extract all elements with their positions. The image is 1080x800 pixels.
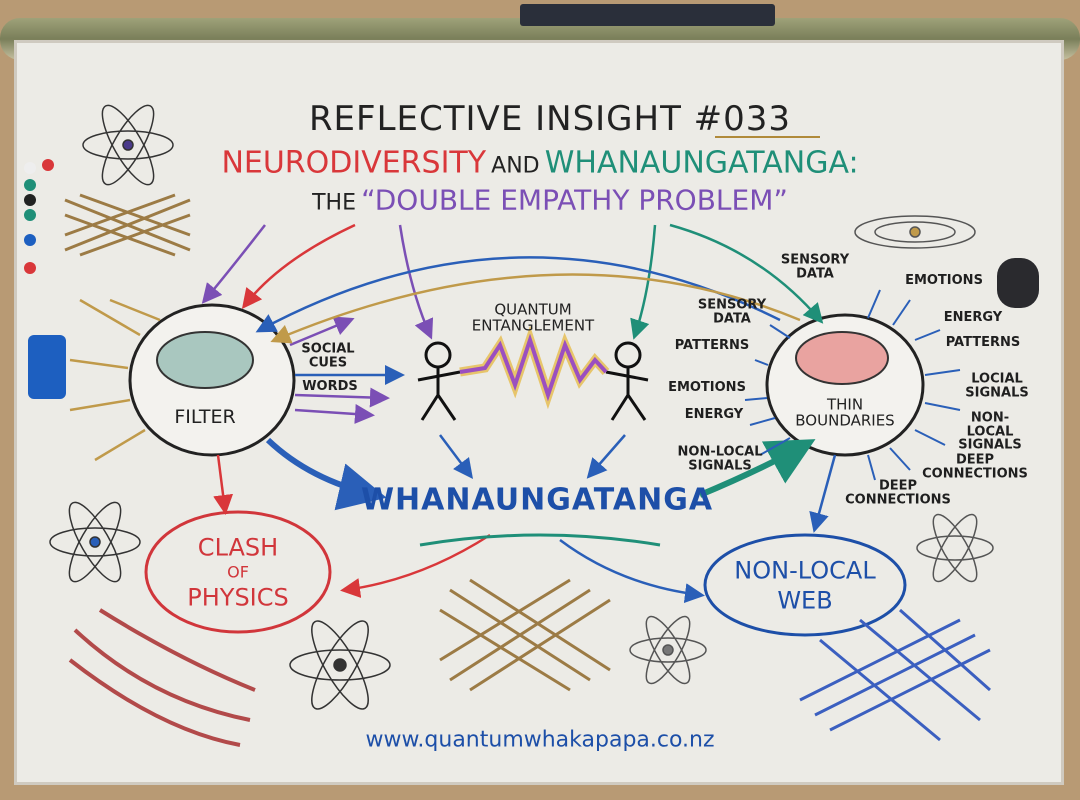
subtitle-the: THE [312, 190, 357, 216]
nonlocal-line-2: WEB [777, 586, 833, 615]
subtitle-neurodiversity: NEURODIVERSITY [221, 145, 487, 181]
atom-icon [82, 104, 174, 186]
website-url: www.quantumwhakapapa.co.nz [365, 727, 715, 753]
atom-icon [629, 615, 707, 685]
weave-icon [64, 193, 191, 257]
hub-underline [419, 533, 661, 547]
input-right-deep-connections: DEEP CONNECTIONS [922, 452, 1028, 481]
input-left-sensory-data: SENSORY DATA [697, 297, 767, 326]
orbit-icon [854, 215, 976, 249]
input-left-emotions: EMOTIONS [668, 380, 746, 396]
thin-boundaries-label: THIN BOUNDARIES [795, 395, 895, 429]
atom-icon [289, 620, 391, 710]
clash-line-3: PHYSICS [187, 583, 289, 612]
page-title: REFLECTIVE INSIGHT #033 [308, 99, 792, 140]
subtitle-problem: “DOUBLE EMPATHY PROBLEM” [361, 183, 788, 217]
input-left-patterns: PATTERNS [674, 338, 750, 354]
clash-ellipse [144, 510, 332, 634]
quantum-entanglement-label: QUANTUM ENTANGLEMENT [471, 300, 595, 334]
nonlocal-ellipse [703, 533, 907, 637]
weave-icon [439, 578, 611, 692]
whanaungatanga-hub: WHANAUNGATANGA [360, 482, 714, 518]
brain-icon [156, 331, 254, 389]
input-bottom-deep-connections: DEEP CONNECTIONS [845, 478, 951, 507]
subtitle-and: AND [491, 153, 540, 179]
weave-icon [68, 608, 256, 747]
input-left-energy: ENERGY [684, 407, 744, 423]
input-right-non-local-signals: NON-LOCAL SIGNALS [958, 410, 1022, 453]
filter-label: FILTER [174, 406, 236, 429]
nonlocal-line-1: NON-LOCAL [734, 556, 876, 585]
thin-boundary-rays [744, 289, 961, 481]
brain-icon [795, 331, 889, 385]
magnet-dots [24, 159, 54, 274]
clash-line-1: CLASH [197, 533, 279, 562]
subtitle-line-1: NEURODIVERSITY AND WHANAUNGATANGA: [221, 147, 858, 179]
input-top-sensory-data: SENSORY DATA [780, 252, 850, 281]
output-words: WORDS [302, 379, 358, 395]
output-social-cues: SOCIAL CUES [301, 341, 355, 370]
led-clock [520, 4, 775, 26]
stick-figure-icon [417, 341, 461, 421]
subtitle-line-2: THE “DOUBLE EMPATHY PROBLEM” [312, 185, 788, 214]
input-right-patterns: PATTERNS [945, 335, 1021, 351]
filter-rays [69, 298, 161, 462]
input-left-non-local-signals: NON-LOCAL SIGNALS [677, 444, 763, 473]
atom-icon [49, 501, 141, 583]
input-top-emotions: EMOTIONS [905, 273, 983, 289]
clash-line-2: OF [227, 562, 249, 582]
atom-icon [916, 513, 994, 583]
mouse [997, 258, 1039, 308]
eraser [28, 335, 66, 399]
stick-figure-icon [605, 341, 649, 421]
subtitle-whanaungatanga: WHANAUNGATANGA: [544, 145, 859, 181]
input-right-energy: ENERGY [943, 310, 1003, 326]
weave-icon [799, 608, 991, 742]
input-right-local-signals: LOCIAL SIGNALS [965, 371, 1029, 400]
